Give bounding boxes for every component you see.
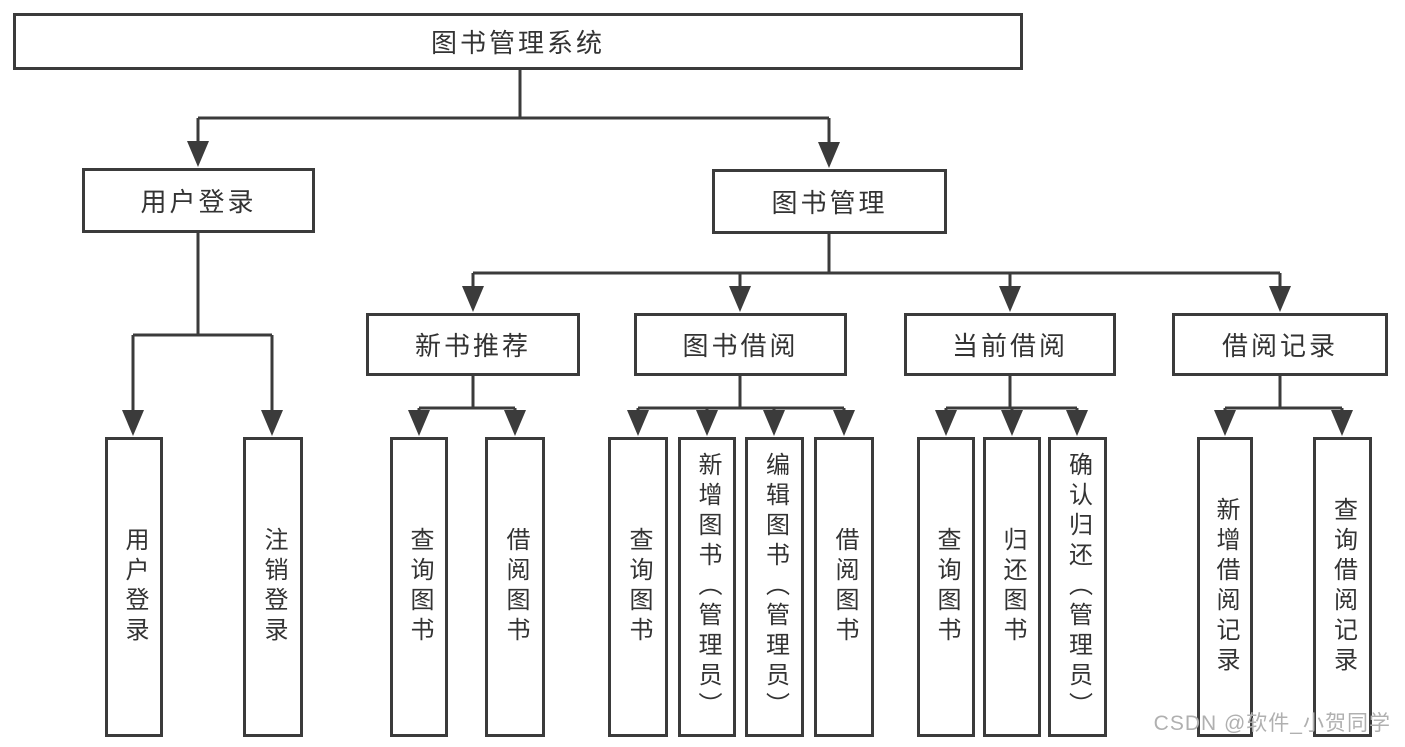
arrow-to-book-borrow xyxy=(729,286,751,312)
connector-bookborrow-group xyxy=(636,376,846,413)
connector-currentborrow-group xyxy=(944,376,1079,413)
leaf-confirm-return-admin-label: 确认归还（管理员） xyxy=(1064,452,1092,722)
node-book-management: 图书管理 xyxy=(712,169,947,234)
leaf-query-borrow-record-label: 查询借阅记录 xyxy=(1329,497,1357,677)
leaf-borrow-books: 借阅图书 xyxy=(485,437,545,737)
node-book-management-label: 图书管理 xyxy=(771,188,888,218)
leaf-query-books-2: 查询图书 xyxy=(608,437,668,737)
connector-newbook-group xyxy=(417,376,517,413)
leaf-return-books-label: 归还图书 xyxy=(999,527,1026,647)
leaf-query-borrow-record: 查询借阅记录 xyxy=(1313,437,1372,737)
connector-userlogin-group xyxy=(131,233,274,412)
leaf-query-books-2-label: 查询图书 xyxy=(625,527,652,647)
node-book-management-system: 图书管理系统 xyxy=(13,13,1023,70)
leaf-logout: 注销登录 xyxy=(243,437,303,737)
leaf-logout-label: 注销登录 xyxy=(260,527,287,647)
leaf-borrow-books-2: 借阅图书 xyxy=(814,437,874,737)
leaf-edit-books-admin: 编辑图书（管理员） xyxy=(745,437,804,737)
leaf-user-login: 用户登录 xyxy=(105,437,163,737)
arrow-to-leaf-logout xyxy=(261,410,283,436)
arrow-to-new-book-recommend xyxy=(462,286,484,312)
leaf-borrow-books-2-label: 借阅图书 xyxy=(831,527,858,647)
csdn-watermark: CSDN @软件_小贺同学 xyxy=(1153,712,1391,735)
leaf-user-login-label: 用户登录 xyxy=(121,527,148,647)
leaf-add-books-admin: 新增图书（管理员） xyxy=(678,437,736,737)
node-book-management-system-label: 图书管理系统 xyxy=(430,28,605,58)
connector-lines xyxy=(131,69,1344,413)
node-book-borrow: 图书借阅 xyxy=(634,313,847,376)
connector-borrowrecord-group xyxy=(1223,376,1344,413)
arrow-to-leaf-confirm-return xyxy=(1066,410,1088,436)
arrow-to-leaf-query-borrow-record xyxy=(1331,410,1353,436)
node-user-login: 用户登录 xyxy=(82,168,315,233)
arrow-to-leaf-add-books xyxy=(696,410,718,436)
arrow-to-leaf-query-books-2 xyxy=(627,410,649,436)
arrow-to-leaf-borrow-books-2 xyxy=(833,410,855,436)
arrow-to-leaf-return-books xyxy=(1001,410,1023,436)
node-new-book-recommend: 新书推荐 xyxy=(366,313,580,376)
leaf-edit-books-admin-label: 编辑图书（管理员） xyxy=(761,452,789,722)
node-current-borrow-label: 当前借阅 xyxy=(951,331,1068,361)
node-borrow-records: 借阅记录 xyxy=(1172,313,1388,376)
node-user-login-label: 用户登录 xyxy=(140,187,257,217)
leaf-query-books: 查询图书 xyxy=(390,437,448,737)
node-new-book-recommend-label: 新书推荐 xyxy=(414,331,531,361)
leaf-add-books-admin-label: 新增图书（管理员） xyxy=(694,452,721,722)
arrow-to-leaf-edit-books xyxy=(763,410,785,436)
arrow-to-leaf-query-books-3 xyxy=(935,410,957,436)
leaf-query-books-3: 查询图书 xyxy=(917,437,975,737)
leaf-return-books: 归还图书 xyxy=(983,437,1041,737)
node-current-borrow: 当前借阅 xyxy=(904,313,1116,376)
leaf-query-books-3-label: 查询图书 xyxy=(933,527,960,647)
leaf-add-borrow-record-label: 新增借阅记录 xyxy=(1212,497,1239,677)
leaf-add-borrow-record: 新增借阅记录 xyxy=(1197,437,1253,737)
leaf-borrow-books-label: 借阅图书 xyxy=(502,527,529,647)
connector-bookmgmt-to-level2 xyxy=(471,234,1282,289)
leaf-query-books-label: 查询图书 xyxy=(406,527,433,647)
node-borrow-records-label: 借阅记录 xyxy=(1221,331,1338,361)
arrow-to-borrow-records xyxy=(1269,286,1291,312)
arrow-to-user-login xyxy=(187,141,209,167)
leaf-confirm-return-admin: 确认归还（管理员） xyxy=(1048,437,1107,737)
arrow-to-book-management xyxy=(818,142,840,168)
arrow-to-leaf-user-login xyxy=(122,410,144,436)
arrowheads xyxy=(122,141,1353,436)
arrow-to-leaf-add-borrow-record xyxy=(1214,410,1236,436)
connector-root-to-level1 xyxy=(196,69,831,144)
arrow-to-leaf-borrow-books xyxy=(504,410,526,436)
node-book-borrow-label: 图书借阅 xyxy=(682,331,799,361)
arrow-to-current-borrow xyxy=(999,286,1021,312)
arrow-to-leaf-query-books xyxy=(408,410,430,436)
